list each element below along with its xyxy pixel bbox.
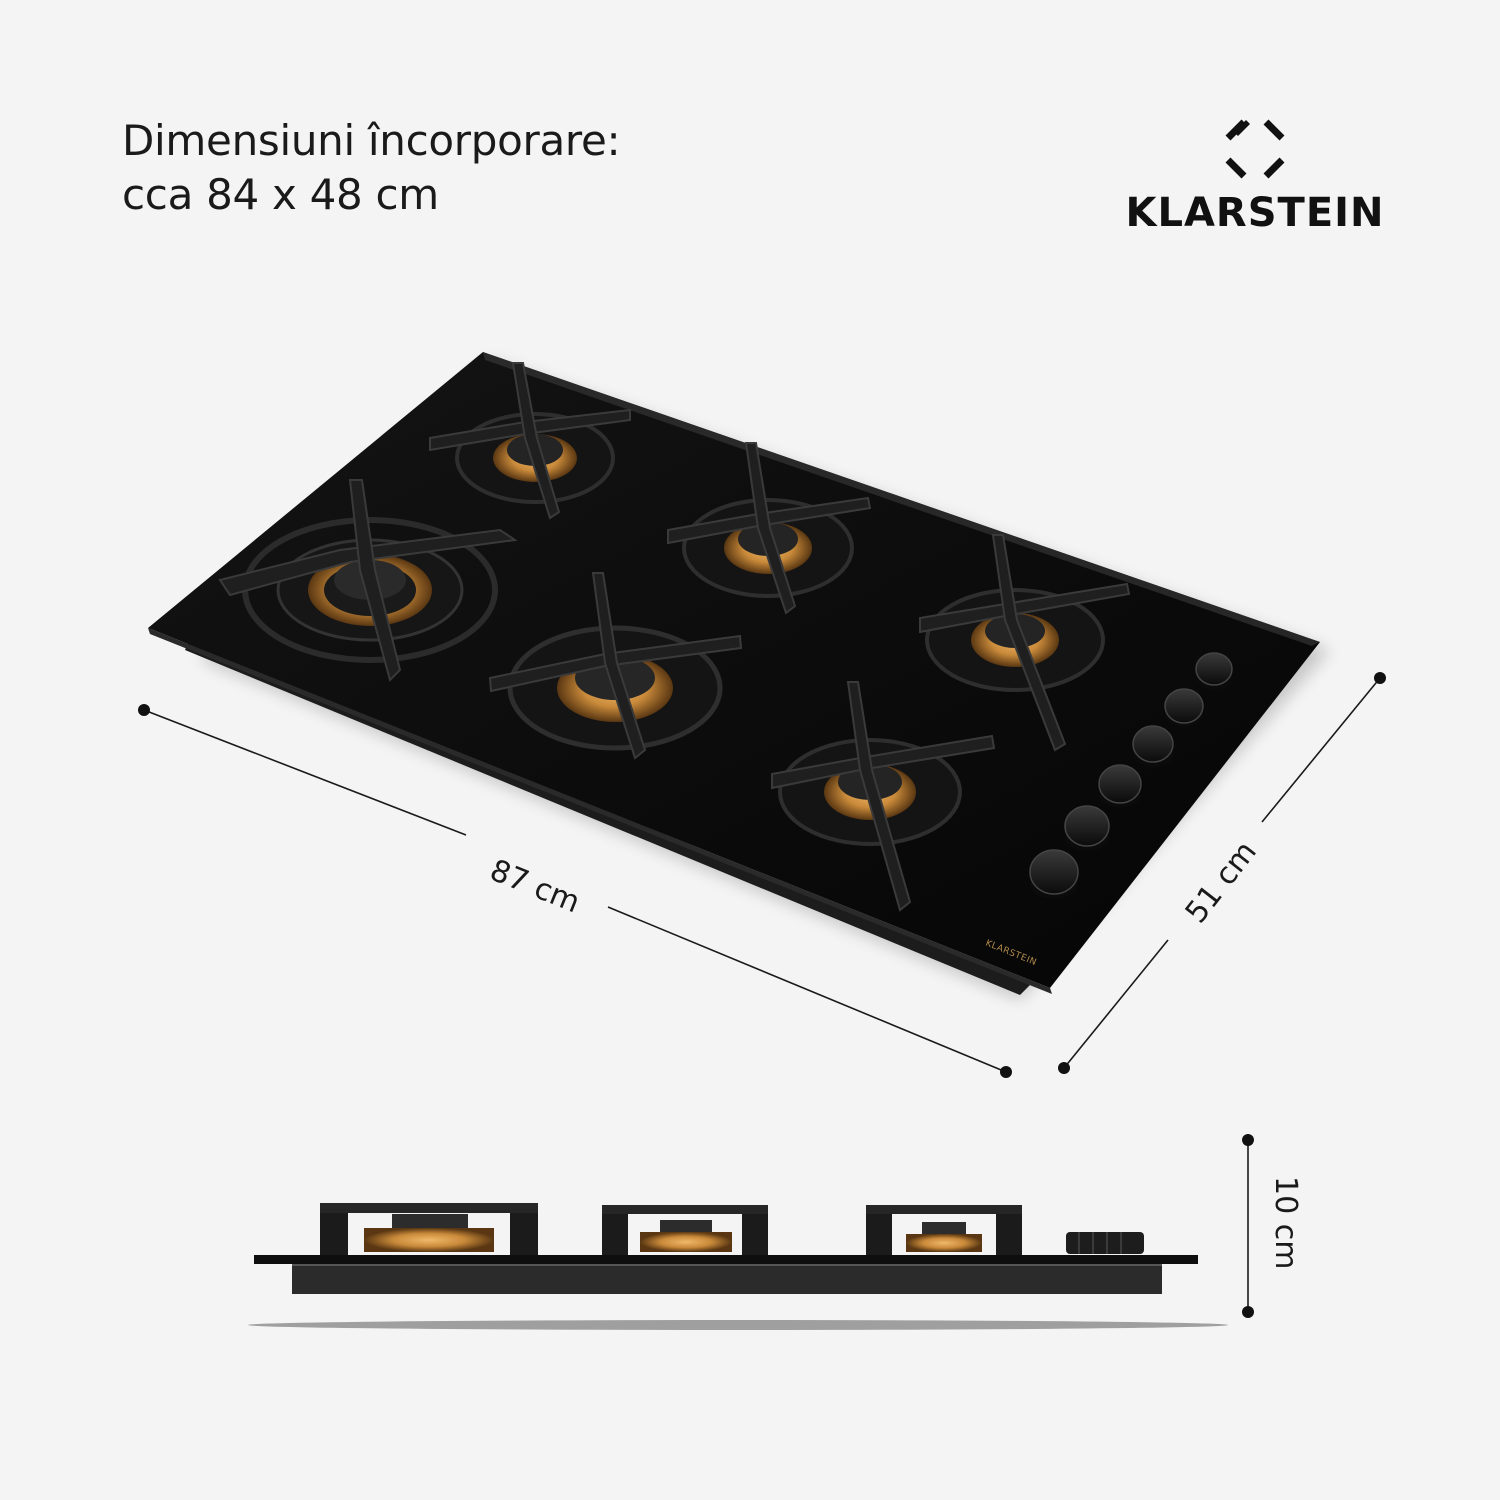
burner-center-front — [488, 572, 743, 760]
side-burner — [866, 1205, 1022, 1255]
headline-line-1: Dimensiuni încorporare: — [122, 116, 621, 165]
dimension-endpoint — [1242, 1306, 1254, 1318]
burner-right-rear — [919, 534, 1131, 752]
depth-label: 51 cm — [1179, 835, 1264, 930]
burner-rear-left — [429, 362, 631, 520]
width-label: 87 cm — [485, 853, 585, 920]
control-knob[interactable] — [1064, 805, 1110, 851]
klarstein-logo-icon — [1225, 119, 1285, 179]
control-knob[interactable] — [1098, 764, 1142, 807]
burner-right-front — [771, 681, 996, 912]
burner-large — [218, 479, 518, 682]
dimension-endpoint — [1058, 1062, 1070, 1074]
control-knob[interactable] — [1195, 652, 1233, 690]
hob-side-view — [248, 1203, 1228, 1330]
side-burner — [320, 1203, 538, 1255]
height-label: 10 cm — [1268, 1176, 1303, 1269]
dimension-endpoint — [1000, 1066, 1012, 1078]
brand-name: KLARSTEIN — [1125, 190, 1385, 236]
brand-logo: KLARSTEIN — [1110, 118, 1400, 236]
glass-surface — [148, 352, 1320, 988]
headline-line-2: cca 84 x 48 cm — [122, 170, 439, 219]
burner-center-rear — [667, 442, 872, 615]
dimension-endpoint — [1242, 1134, 1254, 1146]
side-knobs — [1066, 1232, 1144, 1254]
side-glass-plate — [254, 1255, 1198, 1264]
hob-top-view: KLARSTEIN — [148, 352, 1330, 1000]
height-dimension: 10 cm — [1242, 1134, 1303, 1318]
side-burner — [602, 1205, 768, 1255]
dimension-endpoint — [138, 704, 150, 716]
control-knob[interactable] — [1132, 725, 1174, 767]
control-knobs — [1029, 652, 1233, 899]
control-knob[interactable] — [1164, 688, 1204, 727]
control-knob[interactable] — [1029, 849, 1079, 899]
dimension-endpoint — [1374, 672, 1386, 684]
headline: Dimensiuni încorporare: cca 84 x 48 cm — [122, 114, 621, 222]
